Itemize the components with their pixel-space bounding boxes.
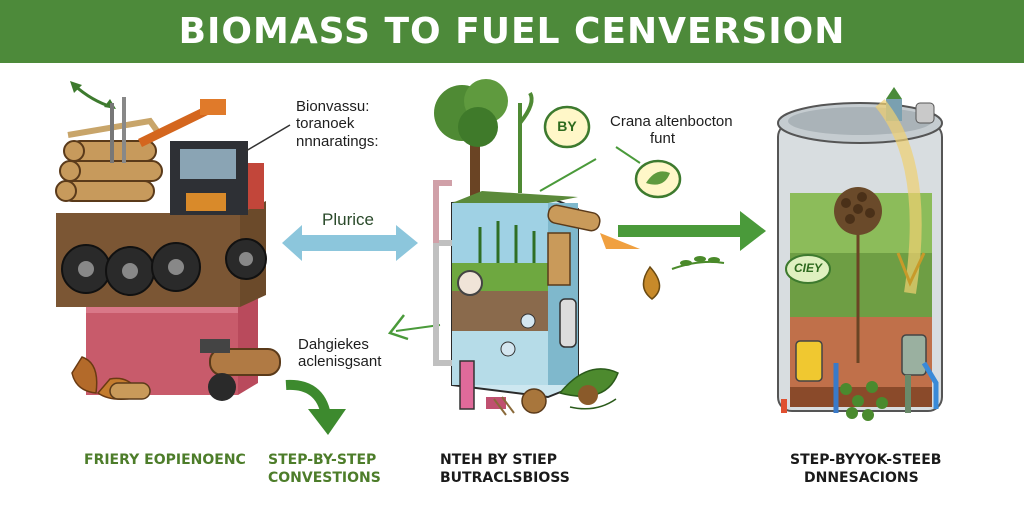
step-label-right-line-1: STEP-BYYOK-STEEB — [790, 452, 942, 468]
step-label-center-left-line-2: CONVESTIONS — [268, 469, 381, 486]
purify-arrow — [282, 225, 418, 261]
step-label-right-line-2: DNNESACIONS — [804, 469, 919, 486]
step-label-center-line-2: BUTRACLSBIOSS — [440, 469, 570, 486]
step-label-right: STEP-BYYOK-STEEB DNNESACIONS — [790, 452, 941, 487]
leaf-badge-text: BY — [557, 118, 577, 134]
truck-annotation: Bionvassu: toranoek nnnaratings: — [296, 98, 379, 150]
truck-annotation-line-3: nnnaratings: — [296, 132, 379, 150]
inflow-arrow — [387, 314, 441, 341]
step-label-center-left-line-1: STEP-BY-STEP — [268, 452, 377, 468]
fuel-canister-illustration — [777, 87, 943, 421]
step-label-center-line-1: NTEH BY STIEP — [440, 452, 558, 468]
step-label-center: NTEH BY STIEP BUTRACLSBIOSS — [440, 452, 570, 487]
tank-annotation: Crana altenbocton funt — [610, 113, 733, 148]
bottom-annotation-line-1: Dahgiekes — [298, 336, 369, 353]
page-title: BIOMASS TO FUEL CENVERSION — [178, 11, 846, 52]
tank-annotation-line-2: funt — [650, 130, 676, 148]
truck-annotation-line-2: toranoek — [296, 115, 355, 133]
step-label-center-left: STEP-BY-STEP CONVESTIONS — [268, 452, 381, 487]
bottom-annotation: Dahgiekes aclenisgsant — [298, 336, 381, 371]
bottom-annotation-line-2: aclenisgsant — [298, 353, 382, 371]
purify-label: Plurice — [322, 210, 374, 229]
forward-green-arrow — [618, 211, 766, 251]
bioreactor-tank-illustration — [433, 79, 725, 416]
truck-annotation-line-1: Bionvassu: — [296, 98, 370, 115]
illustration — [55, 79, 943, 435]
downward-green-arrow — [285, 379, 346, 435]
tank-badge-text: CIEY — [793, 261, 822, 275]
tank-annotation-line-1: Crana altenbocton — [610, 113, 733, 130]
step-label-left: FRIERY EOPIENOENC — [84, 452, 246, 468]
title-banner: BIOMASS TO FUEL CENVERSION — [0, 0, 1024, 63]
log-truck-illustration — [55, 81, 291, 401]
